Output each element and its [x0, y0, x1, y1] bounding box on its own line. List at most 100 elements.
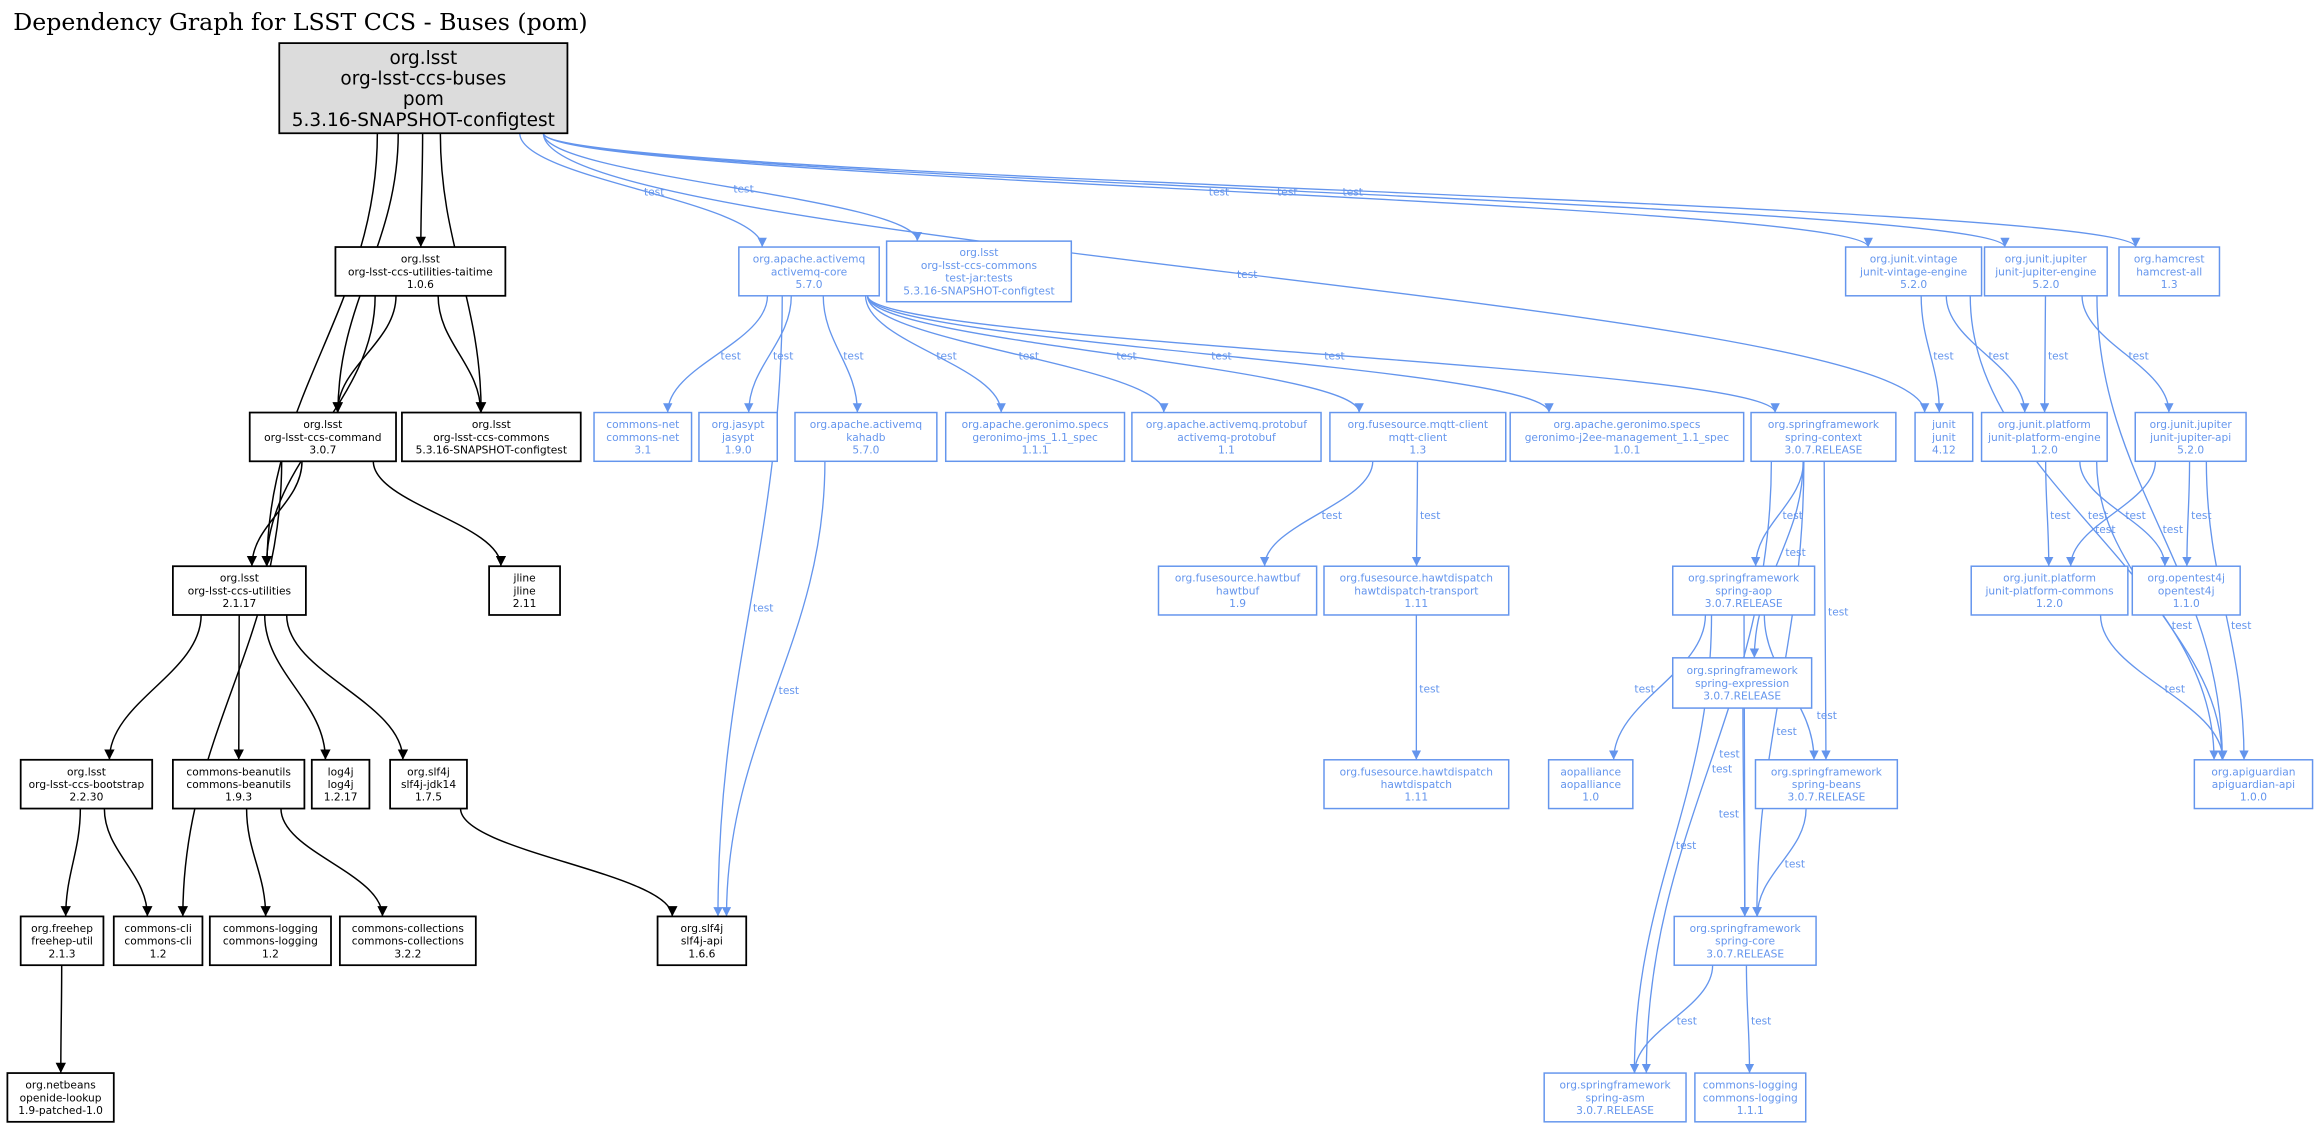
- edge-line: [1969, 295, 2219, 760]
- dependency-node-openide[interactable]: org.netbeansopenide-lookup1.9-patched-1.…: [6, 1072, 115, 1123]
- node-label-line: 1.7.5: [415, 791, 442, 804]
- node-label-line: 1.11: [1405, 791, 1429, 804]
- dependency-node-protobuf[interactable]: org.apache.activemq.protobufactivemq-pro…: [1131, 411, 1322, 463]
- dependency-node-vintage[interactable]: org.junit.vintagejunit-vintage-engine5.2…: [1844, 246, 1983, 297]
- dependency-edge: [1920, 295, 1945, 413]
- dependency-node-score[interactable]: org.springframeworkspring-core3.0.7.RELE…: [1673, 915, 1817, 966]
- node-box: [19, 758, 154, 810]
- edge-label: test: [1677, 1014, 1697, 1027]
- edge-line: [663, 295, 769, 413]
- node-box: [656, 915, 748, 967]
- node-label-line: 1.6.6: [688, 947, 715, 960]
- dependency-edge: [1259, 461, 1374, 567]
- node-label-line: 5.3.16-SNAPSHOT-configtest: [416, 443, 567, 456]
- node-box: [1750, 411, 1897, 463]
- dependency-node-commons[interactable]: org.lsstorg-lsst-ccs-commons5.3.16-SNAPS…: [401, 411, 582, 463]
- node-label-line: org.apache.geronimo.specs: [1553, 418, 1700, 431]
- edge-label: test: [1676, 839, 1696, 852]
- edge-label: test: [1933, 349, 1953, 362]
- dependency-node-commonstest[interactable]: org.lsstorg-lsst-ccs-commonstest-jar:tes…: [885, 240, 1073, 303]
- dependency-node-sctx[interactable]: org.springframeworkspring-context3.0.7.R…: [1750, 411, 1897, 463]
- dependency-edge: [713, 295, 783, 917]
- dependency-node-collections[interactable]: commons-collectionscommons-collections3.…: [338, 915, 477, 967]
- node-label-line: 5.3.16-SNAPSHOT-configtest: [292, 110, 555, 131]
- node-label-line: 3.0.7.RELEASE: [1787, 791, 1865, 804]
- dependency-edge: [2079, 461, 2170, 567]
- node-label-line: 3.0.7: [309, 443, 336, 456]
- node-label-line: spring-expression: [1695, 677, 1789, 690]
- node-label-line: 1.3: [2161, 278, 2178, 291]
- node-label-line: commons-net: [606, 418, 679, 431]
- node-label-line: junit-vintage-engine: [1859, 265, 1967, 278]
- dependency-edge: [459, 808, 678, 917]
- edge-label: test: [773, 349, 793, 362]
- node-box: [1329, 411, 1507, 463]
- dependency-node-taitime[interactable]: org.lsstorg-lsst-ccs-utilities-taitime1.…: [334, 246, 507, 297]
- edge-label: test: [936, 349, 956, 362]
- edge-label: test: [2125, 509, 2145, 522]
- node-label-line: hawtdispatch-transport: [1354, 584, 1478, 597]
- dependency-node-jengine[interactable]: org.junit.jupiterjunit-jupiter-engine5.2…: [1983, 246, 2108, 297]
- dependency-node-pcommons[interactable]: org.junit.platformjunit-platform-commons…: [1970, 565, 2129, 616]
- dependency-node-sbeans[interactable]: org.springframeworkspring-beans3.0.7.REL…: [1754, 759, 1899, 810]
- edge-line: [542, 132, 1873, 248]
- edge-label: test: [1828, 606, 1848, 619]
- dependency-node-hawtdispatch[interactable]: org.fusesource.hawtdispatchhawtdispatch1…: [1323, 759, 1510, 810]
- node-label-line: 5.2.0: [1900, 278, 1927, 291]
- dependency-node-gj2ee[interactable]: org.apache.geronimo.specsgeronimo-j2ee-m…: [1509, 411, 1745, 463]
- edge-label: test: [1237, 268, 1257, 281]
- node-label-line: 1.1: [1218, 443, 1235, 456]
- edge-label: test: [2048, 349, 2068, 362]
- dependency-node-saop[interactable]: org.springframeworkspring-aop3.0.7.RELEA…: [1671, 565, 1816, 616]
- node-label-line: org.opentest4j: [2148, 572, 2225, 585]
- dependency-node-hdtransport[interactable]: org.fusesource.hawtdispatchhawtdispatch-…: [1323, 565, 1510, 616]
- dependency-edge: [866, 295, 1169, 413]
- node-label-line: 2.1.17: [222, 597, 256, 610]
- node-box: [1671, 565, 1816, 616]
- dependency-node-sasm[interactable]: org.springframeworkspring-asm3.0.7.RELEA…: [1543, 1072, 1687, 1123]
- dependency-node-root[interactable]: org.lsstorg-lsst-ccs-busespom5.3.16-SNAP…: [278, 42, 569, 135]
- dependency-edge: [542, 133, 1930, 413]
- dependency-edge: [744, 295, 792, 413]
- dependency-node-sexpr[interactable]: org.springframeworkspring-expression3.0.…: [1671, 657, 1813, 709]
- dependency-node-pengine[interactable]: org.junit.platformjunit-platform-engine1…: [1980, 411, 2108, 463]
- node-box: [248, 411, 397, 463]
- node-box: [310, 758, 371, 810]
- node-label-line: org.freehep: [31, 922, 93, 935]
- node-label-line: junit-platform-commons: [1984, 584, 2114, 597]
- node-box: [885, 240, 1073, 303]
- dependency-node-gjms[interactable]: org.apache.geronimo.specsgeronimo-jms_1.…: [944, 411, 1126, 463]
- dependency-edge: [1609, 614, 1707, 760]
- node-box: [1694, 1072, 1807, 1123]
- node-label-line: 3.0.7.RELEASE: [1706, 947, 1784, 960]
- dependency-edge: [332, 295, 397, 413]
- dependency-edge: [1945, 295, 2030, 413]
- node-label-line: junit-platform-engine: [1987, 431, 2101, 444]
- edge-line: [864, 295, 1006, 413]
